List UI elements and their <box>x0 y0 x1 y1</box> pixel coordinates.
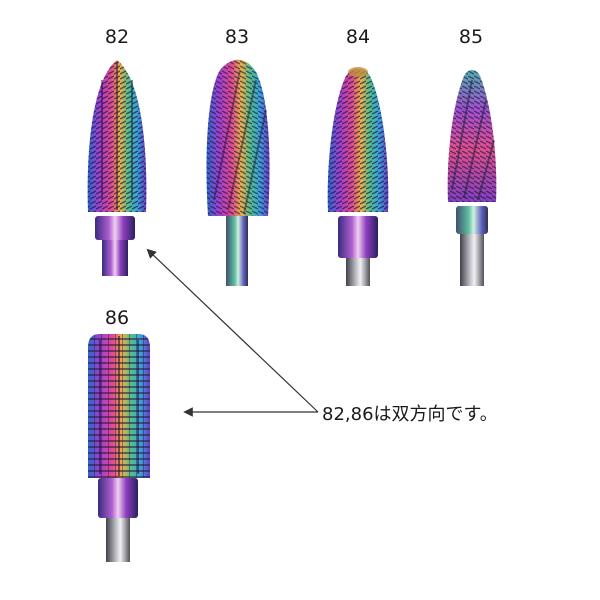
bit-83-shank <box>226 216 248 286</box>
bit-86-image <box>88 334 150 562</box>
bit-86-collar <box>98 478 138 518</box>
bit-85-image <box>447 70 497 286</box>
bit-86-shank <box>106 518 130 562</box>
bit-84-collar <box>338 216 378 258</box>
bit-84-image <box>327 67 389 286</box>
arrow-up-left-icon <box>146 248 319 413</box>
bit-82-collar <box>95 216 135 240</box>
bit-85-label: 85 <box>458 26 484 48</box>
bit-84-label: 84 <box>345 26 371 48</box>
bit-83-label: 83 <box>224 26 250 48</box>
bit-82-shank <box>102 240 128 276</box>
bit-85-shank <box>460 234 484 286</box>
bidirectional-note: 82,86は双方向です。 <box>322 404 498 425</box>
bit-83-image <box>206 59 270 286</box>
bit-86-label: 86 <box>104 307 130 329</box>
bit-82-image <box>87 60 147 276</box>
bit-84-shank <box>346 258 370 286</box>
bit-85-collar <box>456 206 488 234</box>
bit-82-label: 82 <box>104 26 130 48</box>
